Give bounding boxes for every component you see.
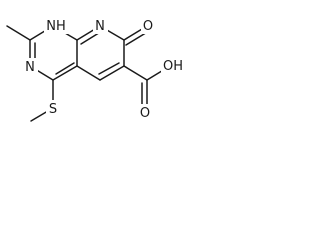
atom-labels: NH N O N S OH O	[23, 17, 185, 121]
bond-c5-c4a	[76, 65, 101, 81]
bond-c4-c4a-double	[55, 62, 75, 75]
label-mask-n3	[23, 58, 38, 75]
atom-label-oh: OH	[163, 59, 183, 74]
atom-label-n3: N	[25, 60, 35, 75]
bond-c6-ccooh	[123, 65, 148, 81]
bond-c4-c4a	[52, 65, 78, 81]
label-mask-n8	[93, 17, 108, 34]
label-mask-s	[46, 100, 61, 117]
bond-methyl	[6, 25, 31, 41]
atom-label-n-ring: N	[95, 19, 105, 34]
atom-label-s: S	[49, 102, 57, 117]
label-mask-nh	[44, 17, 68, 34]
bond-c6-c5	[99, 65, 125, 81]
label-mask-oh	[161, 57, 185, 74]
label-mask-o-acid	[138, 104, 153, 121]
atom-label-o-acid: O	[140, 106, 150, 121]
label-mask-o-keto	[141, 17, 156, 34]
atom-label-o-keto: O	[143, 19, 153, 34]
bond-c6-c5-double	[98, 62, 120, 75]
chemical-structure-diagram: NH N O N S OH O	[6, 17, 185, 122]
atom-label-nh: NH	[46, 19, 66, 34]
